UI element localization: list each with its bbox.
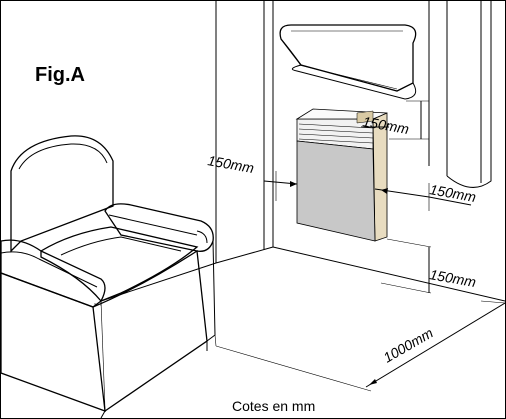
chimney-curve: [446, 1, 492, 188]
electric-heater: [295, 108, 388, 242]
armchair: [1, 135, 217, 418]
wall-shelf: [279, 24, 417, 100]
floor-skirting-left: [215, 246, 274, 264]
dimension-floor-clearance: 150mm: [428, 266, 477, 290]
figure-caption: Cotes en mm: [232, 398, 315, 414]
dimension-front-clearance: 1000mm: [381, 324, 436, 365]
figure-label: Fig.A: [35, 64, 85, 86]
dimension-lines: [215, 100, 505, 392]
dimension-left-clearance: 150mm: [206, 152, 255, 176]
floor-wall-line: [272, 246, 505, 302]
